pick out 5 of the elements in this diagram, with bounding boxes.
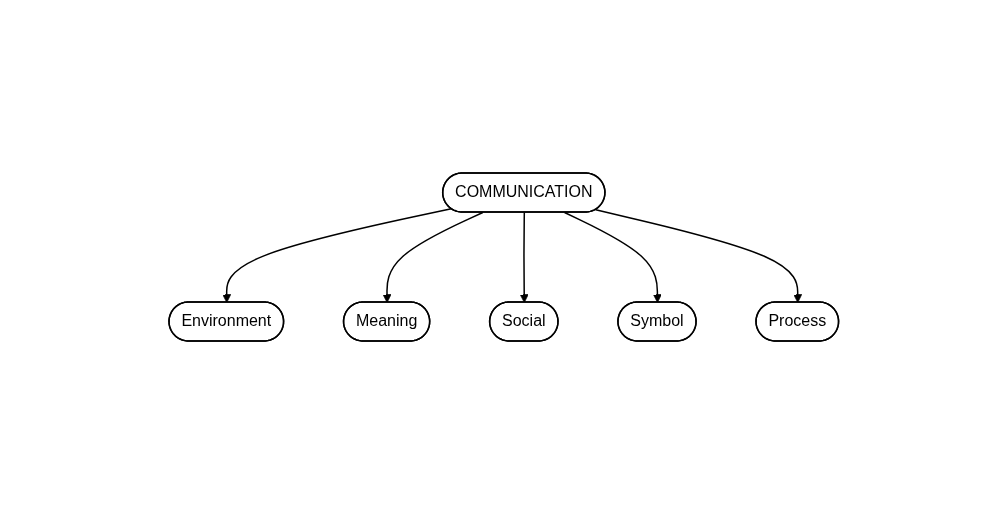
arrow xyxy=(382,211,484,303)
arrow xyxy=(520,211,529,303)
arrow xyxy=(222,208,453,303)
arrow xyxy=(564,211,662,303)
arrow xyxy=(595,209,803,303)
